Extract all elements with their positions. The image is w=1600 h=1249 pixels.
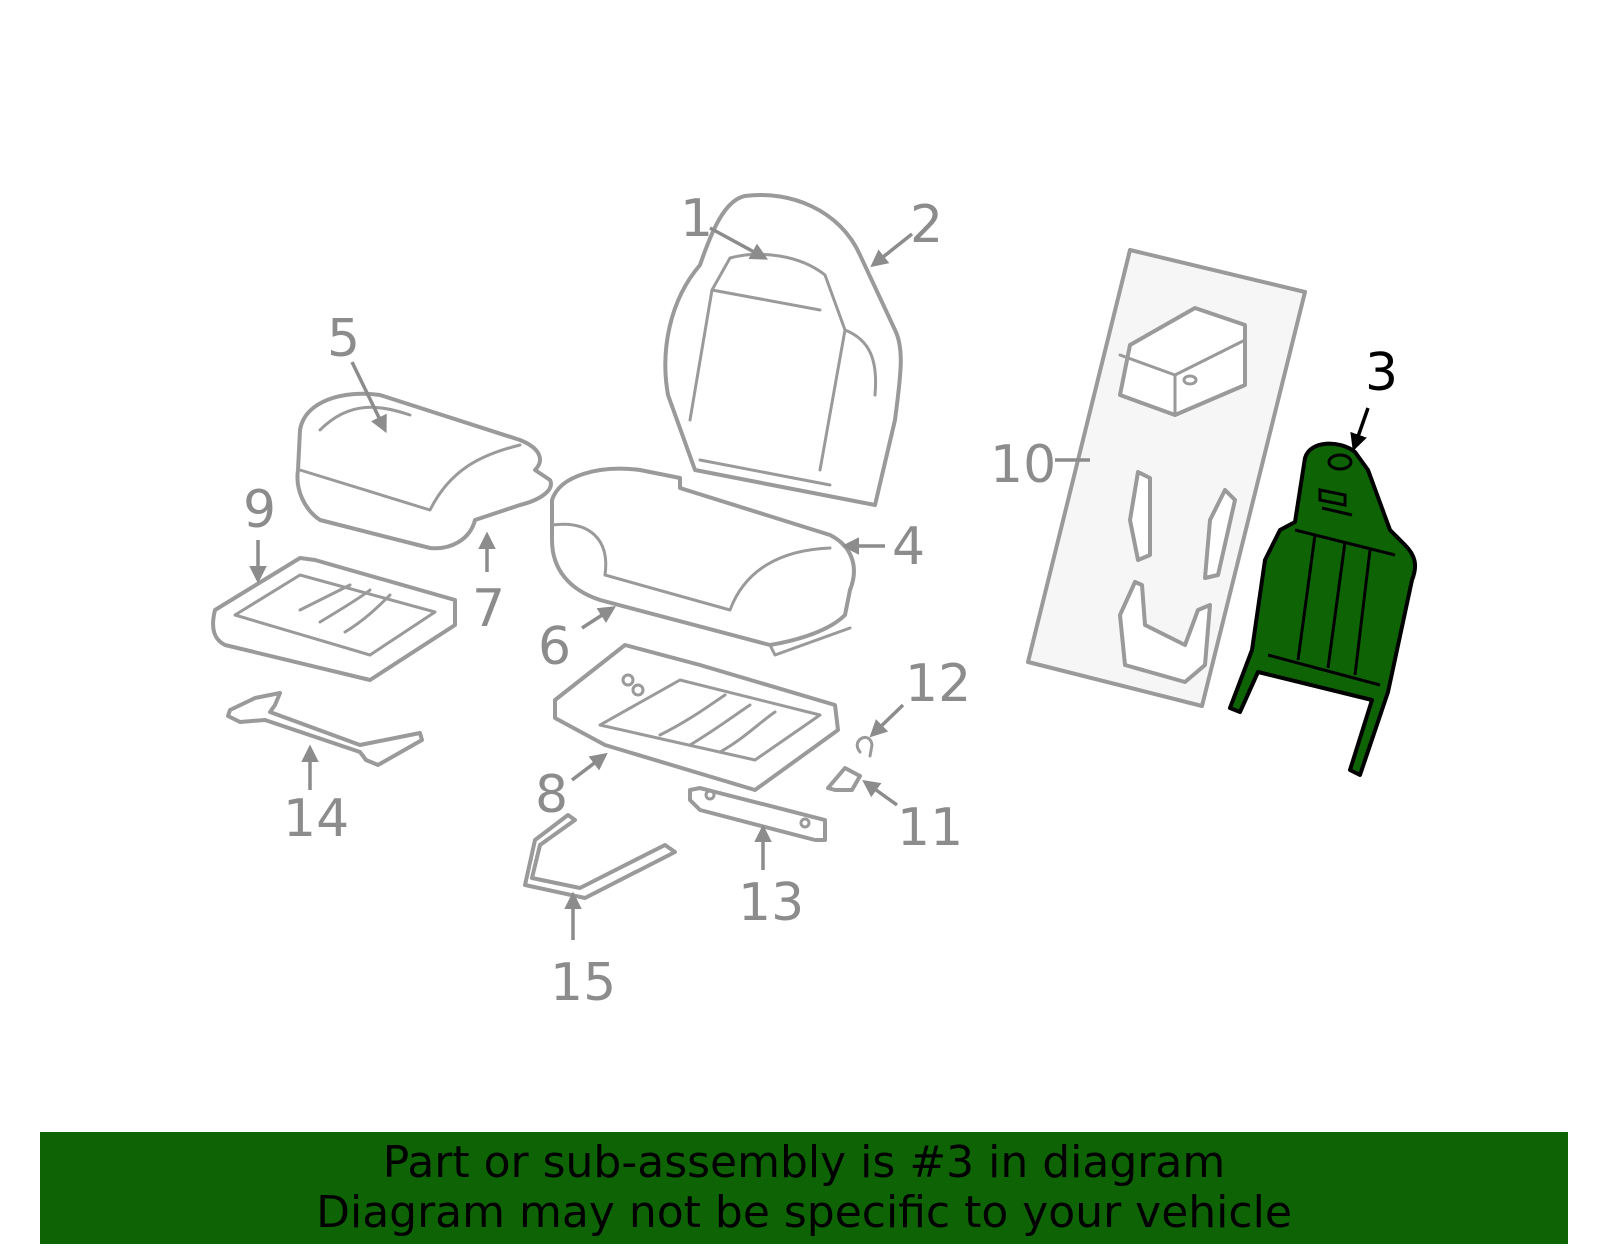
callout-5: 5	[327, 309, 360, 369]
banner-line-disclaimer: Diagram may not be specific to your vehi…	[316, 1187, 1292, 1238]
cushion-frame-left-part[interactable]	[211, 556, 457, 682]
rail-part-13[interactable]	[688, 786, 827, 842]
wire-part-15[interactable]	[523, 813, 677, 900]
seat-back-part[interactable]	[663, 193, 903, 507]
callout-10: 10	[990, 435, 1056, 495]
info-banner: Part or sub-assembly is #3 in diagram Di…	[40, 1132, 1568, 1244]
cushion-frame-center-part[interactable]	[553, 643, 840, 792]
hook-part-12[interactable]	[855, 735, 874, 758]
callout-7: 7	[472, 579, 505, 639]
callout-13: 13	[738, 873, 804, 933]
callout-11: 11	[897, 798, 963, 858]
callout-15: 15	[550, 953, 616, 1013]
seat-back-frame-part-3[interactable]	[1228, 441, 1418, 777]
callout-2: 2	[910, 195, 943, 255]
callout-9: 9	[243, 480, 276, 540]
callout-labels: 1 2 3 4 5 6 7 8 9 10 11 12 13 14 15	[243, 189, 1398, 1013]
banner-line-part: Part or sub-assembly is #3 in diagram	[382, 1137, 1226, 1188]
seat-cushion-left-part[interactable]	[295, 391, 553, 551]
clip-part-11[interactable]	[826, 766, 862, 792]
callout-14: 14	[283, 789, 349, 849]
kit-panel-part-10[interactable]	[1026, 248, 1307, 708]
callout-3: 3	[1365, 343, 1398, 403]
callout-12: 12	[905, 654, 971, 714]
callout-1: 1	[680, 189, 713, 249]
seat-cushion-center-part[interactable]	[550, 466, 856, 657]
callout-4: 4	[892, 517, 925, 577]
callout-8: 8	[535, 765, 568, 825]
callout-6: 6	[538, 617, 571, 677]
leader-lines	[249, 226, 1370, 940]
bracket-part-14[interactable]	[226, 691, 424, 767]
